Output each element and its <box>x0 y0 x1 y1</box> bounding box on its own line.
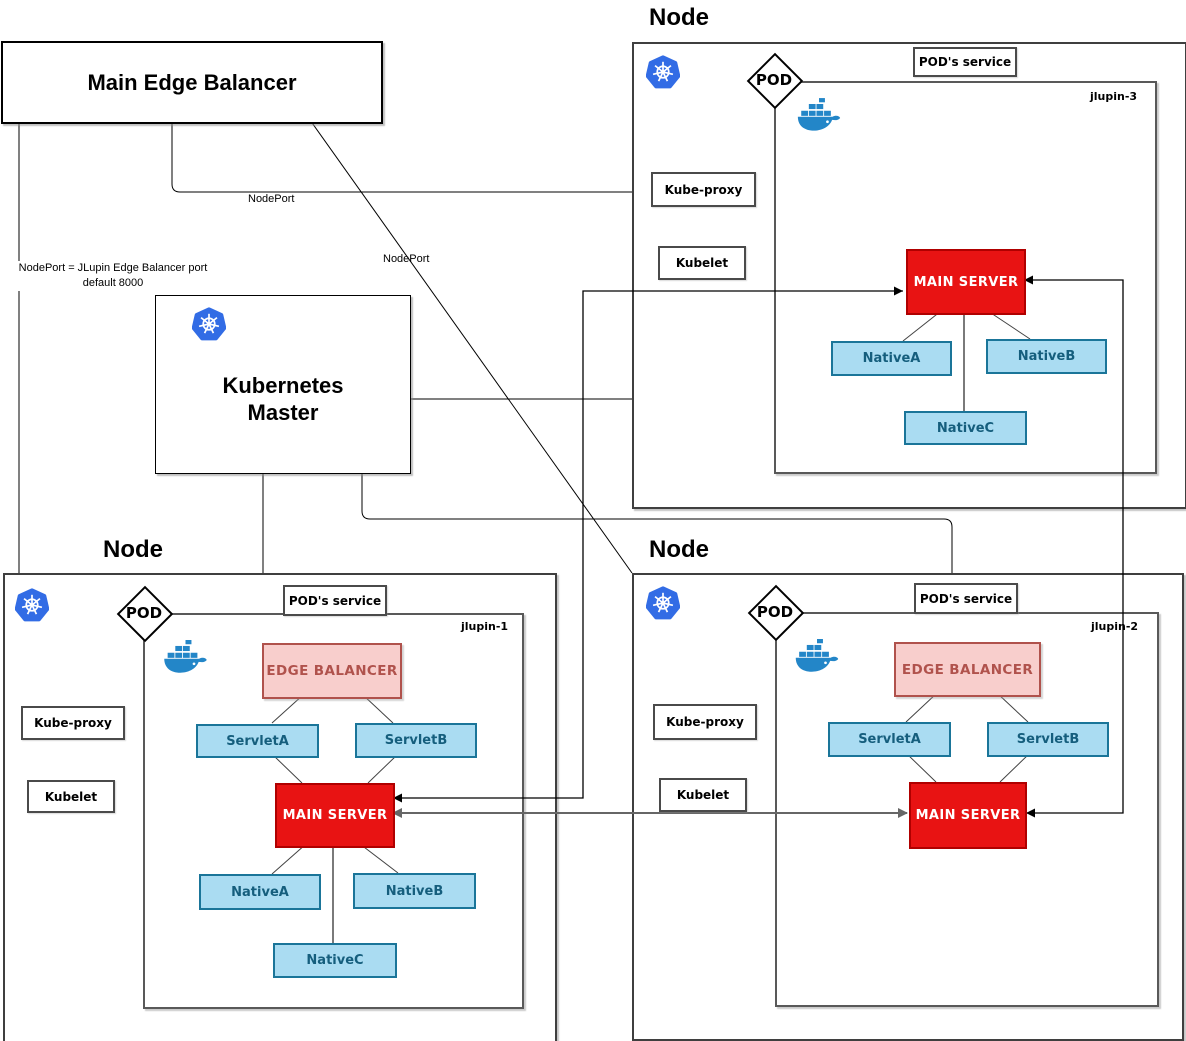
docker-whale-icon <box>797 98 841 131</box>
kubernetes-master-box: Kubernetes Master <box>155 295 411 474</box>
node-title-jlupin3: Node <box>649 4 709 31</box>
node-title-jlupin1: Node <box>103 536 163 563</box>
main-server-box-jlupin2: MAIN SERVER <box>909 782 1027 849</box>
edge-balancer-label: EDGE BALANCER <box>266 663 398 679</box>
docker-whale-icon <box>164 640 207 673</box>
servlet-a-box-jlupin2: ServletA <box>828 722 951 757</box>
kube-proxy-box: Kube-proxy <box>21 706 125 740</box>
kubelet-box: Kubelet <box>27 780 115 813</box>
nodeport-note-line2: default 8000 <box>82 277 144 289</box>
pod-diamond-label: POD <box>125 604 163 622</box>
kube-proxy-label: Kube-proxy <box>666 715 744 729</box>
native-b-box-jlupin1: NativeB <box>353 873 476 909</box>
kubernetes-master-label: Kubernetes Master <box>222 372 343 426</box>
pod-diamond-badge: POD <box>116 585 174 643</box>
servlet-b-box-jlupin1: ServletB <box>355 723 477 758</box>
servlet-a-label: ServletA <box>226 733 289 749</box>
pods-service-label: POD's service <box>288 593 382 608</box>
native-a-label: NativeA <box>231 884 289 900</box>
servlet-b-label: ServletB <box>384 733 448 748</box>
pods-service-label: POD's service <box>918 55 1012 69</box>
kubelet-box: Kubelet <box>658 246 746 280</box>
nodeport-note-line1: NodePort = JLupin Edge Balancer port <box>18 262 208 274</box>
pod-name-jlupin1: jlupin-1 <box>461 620 509 633</box>
kubernetes-icon <box>192 307 226 341</box>
kubelet-label: Kubelet <box>676 788 730 802</box>
servlet-b-box-jlupin2: ServletB <box>987 722 1109 757</box>
native-c-box-jlupin1: NativeC <box>273 943 397 978</box>
kubernetes-icon <box>15 588 49 622</box>
pod-diamond-label: POD <box>755 71 793 89</box>
kube-proxy-label: Kube-proxy <box>664 182 743 197</box>
kubelet-box: Kubelet <box>659 778 747 812</box>
servlet-a-box-jlupin1: ServletA <box>196 724 319 758</box>
edge-balancer-box-jlupin2: EDGE BALANCER <box>894 642 1041 697</box>
native-c-label: NativeC <box>306 953 364 968</box>
main-server-box-jlupin1: MAIN SERVER <box>275 783 395 848</box>
kube-proxy-box: Kube-proxy <box>651 172 756 207</box>
node-title-jlupin2: Node <box>649 536 709 563</box>
native-a-box-jlupin3: NativeA <box>831 341 952 376</box>
main-server-box-jlupin3: MAIN SERVER <box>906 249 1026 315</box>
nodeport-note: NodePort = JLupin Edge Balancer port def… <box>5 261 221 291</box>
main-server-label: MAIN SERVER <box>282 808 388 823</box>
nodeport-label-2: NodePort <box>383 253 430 265</box>
pod-diamond-badge: POD <box>746 52 804 110</box>
pod-name-jlupin3: jlupin-3 <box>1090 90 1138 103</box>
pods-service-box: POD's service <box>913 47 1017 77</box>
servlet-a-label: ServletA <box>858 732 921 747</box>
kubernetes-icon <box>646 586 680 620</box>
main-server-label: MAIN SERVER <box>915 808 1021 823</box>
native-b-label: NativeB <box>385 883 444 899</box>
native-c-label: NativeC <box>936 420 995 436</box>
kube-proxy-label: Kube-proxy <box>34 716 112 730</box>
native-b-box-jlupin3: NativeB <box>986 339 1107 374</box>
pod-diamond-badge: POD <box>747 584 805 642</box>
pod-box-jlupin3 <box>774 81 1157 474</box>
kubernetes-master-label-line1: Kubernetes <box>222 372 344 398</box>
edge-balancer-box-jlupin1: EDGE BALANCER <box>262 643 402 699</box>
native-c-box-jlupin3: NativeC <box>904 411 1027 445</box>
native-a-box-jlupin1: NativeA <box>199 874 321 910</box>
main-edge-balancer-box: Main Edge Balancer <box>1 41 383 124</box>
servlet-b-label: ServletB <box>1016 732 1080 747</box>
nodeport-label-1: NodePort <box>248 193 295 205</box>
kube-proxy-box: Kube-proxy <box>653 704 757 740</box>
edge-balancer-label: EDGE BALANCER <box>901 661 1034 678</box>
kubelet-label: Kubelet <box>44 789 98 804</box>
pods-service-box: POD's service <box>283 585 387 616</box>
pods-service-box: POD's service <box>914 583 1018 614</box>
pod-diamond-label: POD <box>756 603 794 621</box>
docker-whale-icon <box>795 639 839 672</box>
pods-service-label: POD's service <box>919 591 1013 606</box>
kubernetes-master-label-line2: Master <box>247 399 319 425</box>
kubernetes-icon <box>646 55 680 89</box>
native-a-label: NativeA <box>862 351 921 366</box>
main-edge-balancer-label: Main Edge Balancer <box>87 69 297 95</box>
native-b-label: NativeB <box>1017 349 1076 364</box>
kubelet-label: Kubelet <box>675 256 729 270</box>
main-server-label: MAIN SERVER <box>913 274 1019 290</box>
pod-name-jlupin2: jlupin-2 <box>1091 620 1139 633</box>
